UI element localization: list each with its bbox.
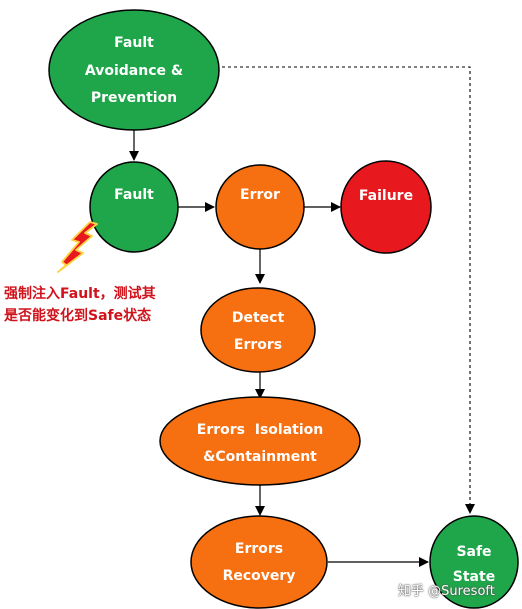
- node-detect-errors-line1: Detect: [232, 310, 285, 326]
- node-safe-state-line1: Safe: [456, 544, 491, 560]
- node-fault: Fault: [89, 161, 179, 253]
- dotted-arrow-avoidance-to-safe: [222, 66, 475, 514]
- node-failure: Failure: [340, 160, 432, 254]
- node-safe-state: Safe State: [429, 515, 519, 609]
- fault-injection-annotation: 强制注入Fault，测试其 是否能变化到Safe状态: [4, 283, 156, 327]
- node-error: Error: [215, 164, 305, 250]
- annotation-line2: 是否能变化到Safe状态: [4, 308, 152, 324]
- node-error-label: Error: [240, 187, 280, 203]
- node-fault-avoidance-line1: Fault: [114, 35, 154, 51]
- node-fault-avoidance-line2: Avoidance &: [85, 63, 183, 79]
- lightning-bolt-icon: [57, 221, 98, 273]
- node-errors-recovery: Errors Recovery: [190, 515, 328, 609]
- annotation-line1: 强制注入Fault，测试其: [4, 286, 156, 302]
- node-detect-errors-line2: Errors: [234, 337, 282, 353]
- node-detect-errors: Detect Errors: [200, 287, 316, 373]
- node-safe-state-line2: State: [453, 569, 495, 585]
- node-errors-recovery-line1: Errors: [235, 541, 283, 557]
- node-errors-isolation-line1: Errors Isolation: [197, 422, 323, 438]
- node-errors-isolation-line2: &Containment: [203, 449, 317, 465]
- node-fault-label: Fault: [114, 187, 154, 203]
- node-errors-isolation: Errors Isolation &Containment: [159, 396, 361, 486]
- node-fault-avoidance-line3: Prevention: [91, 90, 177, 106]
- node-failure-label: Failure: [359, 188, 413, 204]
- watermark: 知乎 @Suresoft: [398, 584, 495, 599]
- node-errors-recovery-line2: Recovery: [223, 568, 296, 584]
- node-fault-avoidance: Fault Avoidance & Prevention: [48, 9, 220, 131]
